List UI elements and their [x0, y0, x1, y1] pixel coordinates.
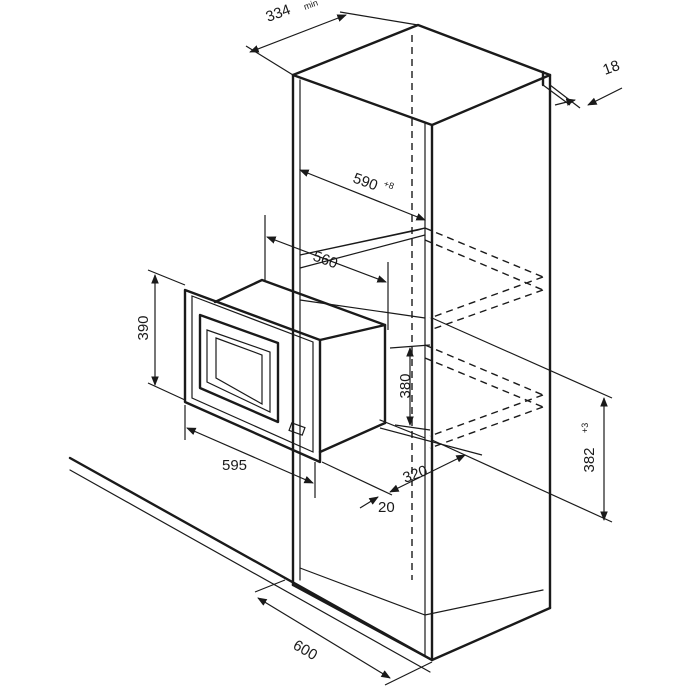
dim-inner-width: 590 +8: [299, 169, 426, 221]
dim-appliance-depth: 560: [264, 215, 389, 330]
label-frame-offset: 20: [378, 499, 395, 516]
label-appliance-width: 595: [222, 457, 247, 474]
label-cabinet-depth-suffix: min: [302, 0, 319, 12]
shelves: [299, 227, 544, 449]
dim-panel-thickness: 18: [542, 57, 623, 109]
label-appliance-depth: 560: [311, 248, 340, 273]
label-body-height: 380: [397, 373, 414, 398]
dim-frame-offset: 20: [321, 461, 395, 516]
label-niche-height-suffix: +3: [580, 423, 590, 433]
label-appliance-height: 390: [135, 315, 152, 340]
dim-cabinet-depth: 334 min: [245, 0, 419, 76]
floor-lines: [68, 456, 434, 673]
dim-niche-height: 382 +3: [431, 317, 613, 523]
dim-appliance-width: 595: [184, 405, 316, 498]
dim-cabinet-width: 600: [254, 579, 433, 686]
microwave: [183, 278, 387, 464]
label-cabinet-depth: 334: [264, 1, 293, 26]
label-inner-width: 590: [351, 170, 380, 195]
label-inner-width-suffix: +8: [382, 178, 395, 191]
tall-cabinet: [291, 23, 552, 662]
label-panel-thickness: 18: [601, 57, 622, 79]
dim-body-height: 380: [389, 344, 431, 431]
label-cabinet-width: 600: [290, 637, 320, 664]
dim-appliance-height: 390: [135, 269, 186, 401]
label-niche-height: 382: [581, 447, 598, 472]
